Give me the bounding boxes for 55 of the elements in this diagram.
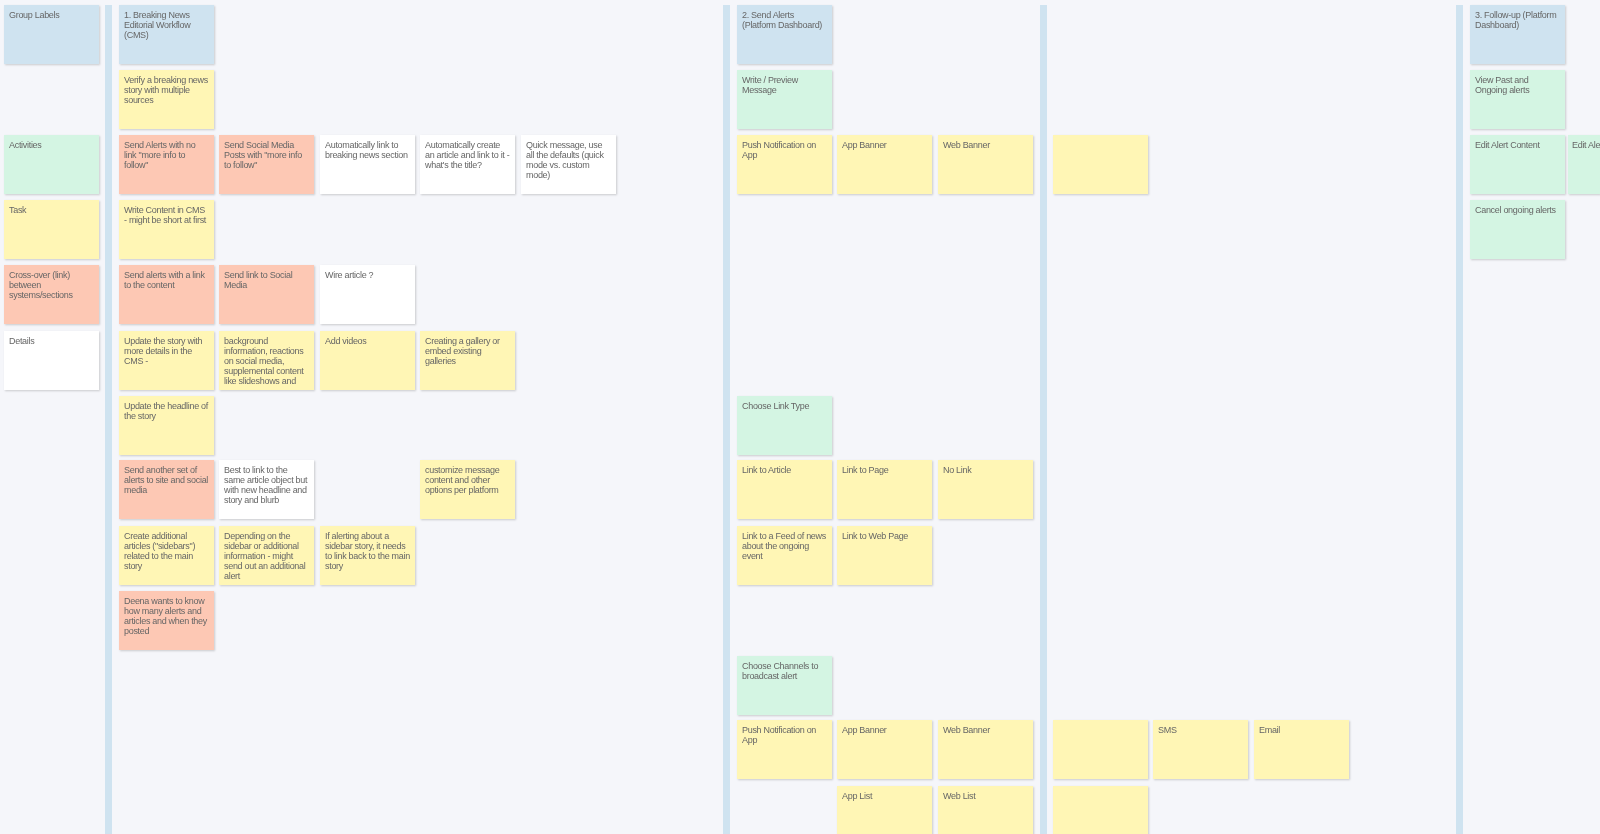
- sticky-note: Write Content in CMS - might be short at first: [119, 200, 214, 259]
- sticky-note: Verify a breaking news story with multiple sources: [119, 70, 214, 129]
- sticky-note: Cancel ongoing alerts: [1470, 200, 1565, 259]
- sticky-note: Choose Link Type: [737, 396, 832, 455]
- sticky-note: Web List: [938, 786, 1033, 834]
- sticky-note: Quick message, use all the defaults (quick mode vs. custom mode): [521, 135, 616, 194]
- sticky-note: [1053, 786, 1148, 834]
- sticky-note: Add videos: [320, 331, 415, 390]
- sticky-note: Update the headline of the story: [119, 396, 214, 455]
- sticky-note: Web Banner: [938, 720, 1033, 779]
- sticky-note: customize message content and other options per platform: [420, 460, 515, 519]
- sticky-note: Task: [4, 200, 99, 259]
- sticky-note: Email: [1254, 720, 1349, 779]
- sticky-note: Choose Channels to broadcast alert: [737, 656, 832, 715]
- sticky-note: SMS: [1153, 720, 1248, 779]
- sticky-note: Web Banner: [938, 135, 1033, 194]
- sticky-note: Details: [4, 331, 99, 390]
- sticky-note: Creating a gallery or embed existing galleries: [420, 331, 515, 390]
- sticky-note: Edit Alert Content: [1470, 135, 1565, 194]
- sticky-note: App Banner: [837, 135, 932, 194]
- sticky-note: Update the story with more details in the CMS -: [119, 331, 214, 390]
- sticky-note: 3. Follow-up (Platform Dashboard): [1470, 5, 1565, 64]
- sticky-note: Send alerts with a link to the content: [119, 265, 214, 324]
- sticky-note: Group Labels: [4, 5, 99, 64]
- sticky-note: Link to Article: [737, 460, 832, 519]
- sticky-note: Send another set of alerts to site and social media: [119, 460, 214, 519]
- sticky-note: Send Social Media Posts with "more info to follow": [219, 135, 314, 194]
- sticky-note: If alerting about a sidebar story, it needs to link back to the main story: [320, 526, 415, 585]
- sticky-note: App List: [837, 786, 932, 834]
- sticky-note: Push Notification on App: [737, 720, 832, 779]
- sticky-note: Activities: [4, 135, 99, 194]
- sticky-note: 1. Breaking News Editorial Workflow (CMS): [119, 5, 214, 64]
- sticky-note: 2. Send Alerts (Platform Dashboard): [737, 5, 832, 64]
- sticky-note: Depending on the sidebar or additional information - might send out an additional alert: [219, 526, 314, 585]
- sticky-note: View Past and Ongoing alerts: [1470, 70, 1565, 129]
- sticky-note: Create additional articles ("sidebars") related to the main story: [119, 526, 214, 585]
- sticky-note: Edit Ale: [1568, 135, 1600, 194]
- sticky-note: Send link to Social Media: [219, 265, 314, 324]
- sticky-note: Wire article ?: [320, 265, 415, 324]
- sticky-note: Cross-over (link) between systems/sections: [4, 265, 99, 324]
- sticky-note: Link to Web Page: [837, 526, 932, 585]
- sticky-note: Link to a Feed of news about the ongoing event: [737, 526, 832, 585]
- sticky-note: No Link: [938, 460, 1033, 519]
- sticky-note: Push Notification on App: [737, 135, 832, 194]
- sticky-note: Best to link to the same article object but with new headline and story and blurb: [219, 460, 314, 519]
- sticky-note: [1053, 135, 1148, 194]
- sticky-note: App Banner: [837, 720, 932, 779]
- sticky-note: Deena wants to know how many alerts and articles and when they posted: [119, 591, 214, 650]
- sticky-note: Link to Page: [837, 460, 932, 519]
- sticky-note: background information, reactions on social media, supplemental content like slideshows and: [219, 331, 314, 390]
- sticky-note: [1053, 720, 1148, 779]
- sticky-note: Write / Preview Message: [737, 70, 832, 129]
- sticky-note: Send Alerts with no link "more info to follow": [119, 135, 214, 194]
- sticky-note: Automatically create an article and link to it - what's the title?: [420, 135, 515, 194]
- sticky-note: Automatically link to breaking news section: [320, 135, 415, 194]
